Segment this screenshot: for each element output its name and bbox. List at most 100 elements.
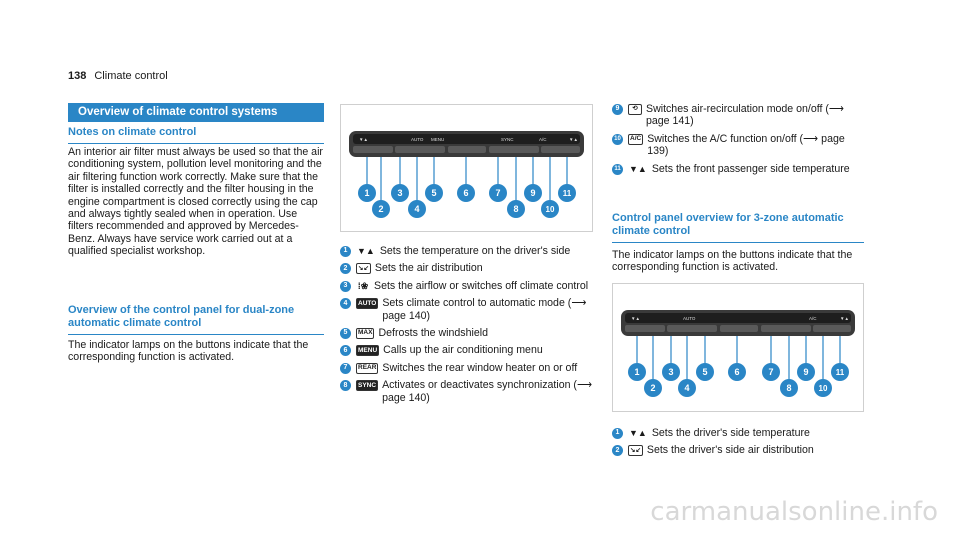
list-item: 1 ▼▲ Sets the temperature on the driver's … xyxy=(340,245,596,257)
three-zone-panel-figure: ▼▲ AUTO A/C ▼▲ 1 3 5 6 7 9 11 2 xyxy=(612,283,864,412)
callout-5: 5 xyxy=(431,188,436,198)
auto-icon: AUTO xyxy=(356,298,379,310)
callout-8: 8 xyxy=(513,204,518,214)
panel-label-auto: AUTO xyxy=(411,137,424,142)
item-number: 2 xyxy=(340,263,351,275)
temperature-icon: ▼▲ xyxy=(357,246,375,257)
dual-zone-legend: 1 ▼▲ Sets the temperature on the driver's … xyxy=(340,245,596,404)
air-distribution-icon: ↘↙ xyxy=(356,263,371,275)
item-number: 8 xyxy=(340,380,351,392)
list-item: 11 ▼▲ Sets the front passenger side temper… xyxy=(612,163,864,175)
item-number: 1 xyxy=(340,246,351,257)
item-text: Sets the driver's side air distribution xyxy=(646,444,814,457)
item-text: Switches air-recirculation mode on/off (… xyxy=(646,103,845,128)
overview-heading: Overview of the control panel for dual-z… xyxy=(68,304,324,335)
callout-10: 10 xyxy=(819,384,828,393)
item-number: 6 xyxy=(340,345,351,357)
item-text: Activates or deactivates synchronization… xyxy=(382,379,593,404)
item-text: Sets climate control to automatic mode (… xyxy=(382,297,587,322)
item-text: Sets the front passenger side temperatur… xyxy=(651,162,850,175)
svg-text:▼▲: ▼▲ xyxy=(359,137,368,142)
item-number: 5 xyxy=(340,328,351,340)
panel-label-sync: SYNC xyxy=(501,137,514,142)
page-number: 138 xyxy=(68,70,87,82)
three-zone-heading: Control panel overview for 3-zone automa… xyxy=(612,212,864,243)
rear-window-heater-icon: REAR xyxy=(356,362,379,374)
callout-4: 4 xyxy=(414,204,419,214)
item-text: Calls up the air conditioning menu xyxy=(383,344,543,357)
callout-7: 7 xyxy=(768,367,773,377)
item-number: 3 xyxy=(340,280,351,292)
item-number: 1 xyxy=(612,428,623,439)
section-title: Climate control xyxy=(94,70,168,82)
callout-7: 7 xyxy=(495,188,500,198)
dual-zone-panel-figure: ▼▲ AUTO MENU SYNC A/C ▼▲ 1 3 5 6 7 9 xyxy=(340,104,593,232)
item-text: Switches the rear window heater on or of… xyxy=(382,361,578,374)
airflow-icon: ⁞❀ xyxy=(357,281,369,292)
overview-paragraph: The indicator lamps on the buttons indic… xyxy=(68,339,309,364)
list-item: 3 ⁞❀ Sets the airflow or switches off clim… xyxy=(340,280,596,292)
section-banner: Overview of climate control systems xyxy=(68,103,324,122)
air-distribution-icon: ↘↙ xyxy=(628,445,643,457)
item-number: 7 xyxy=(340,362,351,374)
item-text: Defrosts the windshield xyxy=(378,327,488,340)
ac-icon: A/C xyxy=(628,133,644,145)
panel-label-auto: AUTO xyxy=(683,316,696,321)
item-number: 9 xyxy=(612,104,623,115)
item-number: 10 xyxy=(612,133,623,145)
three-zone-legend: 1 ▼▲ Sets the driver's side temperature 2 ↘… xyxy=(612,427,864,457)
panel-label-ac: A/C xyxy=(539,137,547,142)
item-number: 4 xyxy=(340,298,351,310)
item-text: Sets the temperature on the driver's sid… xyxy=(379,245,571,257)
item-text: Switches the A/C function on/off (⟶ page… xyxy=(647,132,845,158)
callout-6: 6 xyxy=(734,367,739,377)
callout-11: 11 xyxy=(836,368,845,377)
notes-paragraph: An interior air filter must always be us… xyxy=(68,146,323,258)
three-zone-paragraph: The indicator lamps on the buttons indic… xyxy=(612,249,853,274)
list-item: 2 ↘↙Sets the driver's side air distributi… xyxy=(612,444,864,457)
defrost-max-icon: MAX xyxy=(356,328,375,340)
callout-3: 3 xyxy=(668,367,673,377)
panel-label-menu: MENU xyxy=(431,137,444,142)
callout-4: 4 xyxy=(684,383,689,393)
callout-2: 2 xyxy=(650,383,655,393)
item-text: Sets the airflow or switches off climate… xyxy=(374,279,589,292)
list-item: 1 ▼▲ Sets the driver's side temperature xyxy=(612,427,864,439)
dual-zone-panel-illustration: ▼▲ AUTO MENU SYNC A/C ▼▲ 1 3 5 6 7 9 xyxy=(349,131,584,218)
item-text: Sets the driver's side temperature xyxy=(651,427,810,439)
watermark: carmanualsonline.info xyxy=(650,497,938,527)
item-number: 11 xyxy=(612,163,623,175)
list-item: 2 ↘↙Sets the air distribution xyxy=(340,262,596,275)
svg-text:▼▲: ▼▲ xyxy=(569,137,578,142)
svg-text:▼▲: ▼▲ xyxy=(631,316,640,321)
callout-9: 9 xyxy=(803,367,808,377)
item-number: 2 xyxy=(612,445,623,457)
page-header: 138 Climate control xyxy=(68,70,168,82)
callout-9: 9 xyxy=(530,188,535,198)
dual-zone-legend-continued: 9 ⟲ Switches air-recirculation mode on/off… xyxy=(612,103,864,175)
callout-5: 5 xyxy=(702,367,707,377)
list-item: 9 ⟲ Switches air-recirculation mode on/off… xyxy=(612,103,864,128)
callout-6: 6 xyxy=(463,188,468,198)
callout-1: 1 xyxy=(364,188,369,198)
callout-3: 3 xyxy=(397,188,402,198)
callout-10: 10 xyxy=(546,205,555,214)
svg-text:▼▲: ▼▲ xyxy=(840,316,849,321)
callout-8: 8 xyxy=(786,383,791,393)
temperature-icon: ▼▲ xyxy=(629,428,647,439)
panel-label-ac: A/C xyxy=(809,316,817,321)
sync-icon: SYNC xyxy=(356,380,379,392)
temperature-icon: ▼▲ xyxy=(629,163,647,174)
notes-heading: Notes on climate control xyxy=(68,126,324,144)
callout-11: 11 xyxy=(563,189,572,198)
recirculation-icon: ⟲ xyxy=(628,104,642,115)
menu-icon: MENU xyxy=(356,345,380,357)
item-text: Sets the air distribution xyxy=(374,262,483,275)
callout-1: 1 xyxy=(634,367,639,377)
